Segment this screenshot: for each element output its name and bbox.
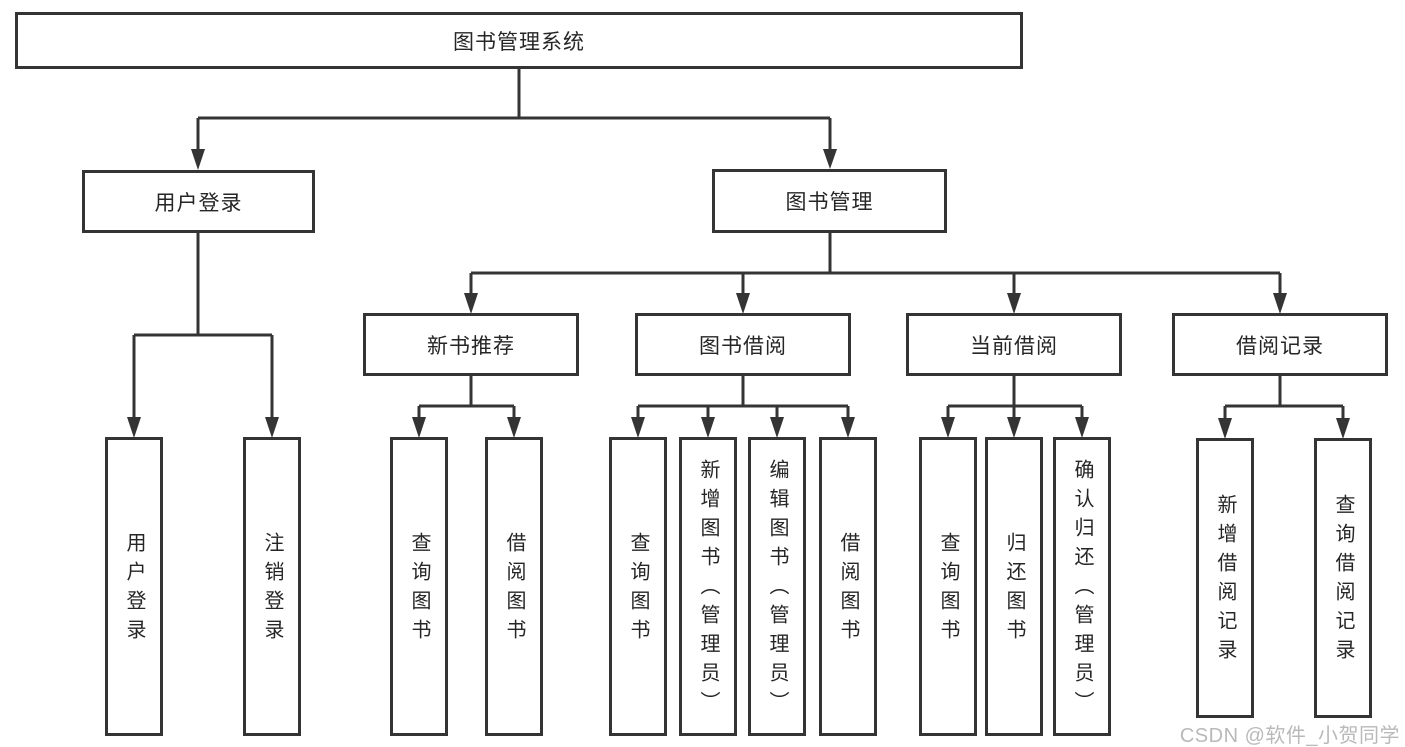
- leaf-add-book-admin: 新增图书（管理员）: [679, 437, 737, 736]
- node-book-borrow: 图书借阅: [635, 313, 851, 376]
- leaf-user-login: 用户登录: [105, 437, 163, 736]
- node-borrow-records: 借阅记录: [1172, 313, 1388, 376]
- node-new-book-recommend: 新书推荐: [363, 313, 579, 376]
- leaf-confirm-return-admin: 确认归还（管理员）: [1053, 437, 1111, 736]
- leaf-query-borrow-record: 查询借阅记录: [1314, 438, 1372, 718]
- node-root: 图书管理系统: [15, 12, 1023, 69]
- leaf-query-book-current: 查询图书: [919, 437, 977, 736]
- connector-paths: [132, 69, 1345, 420]
- leaf-add-borrow-record: 新增借阅记录: [1196, 438, 1254, 718]
- node-user-login: 用户登录: [82, 170, 315, 233]
- leaf-query-book-recommend: 查询图书: [390, 437, 448, 736]
- leaf-query-book-borrow: 查询图书: [609, 437, 667, 736]
- leaf-edit-book-admin: 编辑图书（管理员）: [748, 437, 806, 736]
- csdn-watermark: CSDN @软件_小贺同学: [1179, 725, 1400, 747]
- arrowheads: [127, 149, 1350, 439]
- node-book-management: 图书管理: [712, 169, 947, 233]
- leaf-logout: 注销登录: [243, 437, 301, 736]
- leaf-borrow-book-recommend: 借阅图书: [485, 437, 543, 736]
- leaf-return-book: 归还图书: [985, 437, 1043, 736]
- node-current-borrow: 当前借阅: [906, 313, 1122, 376]
- leaf-borrow-book: 借阅图书: [819, 437, 877, 736]
